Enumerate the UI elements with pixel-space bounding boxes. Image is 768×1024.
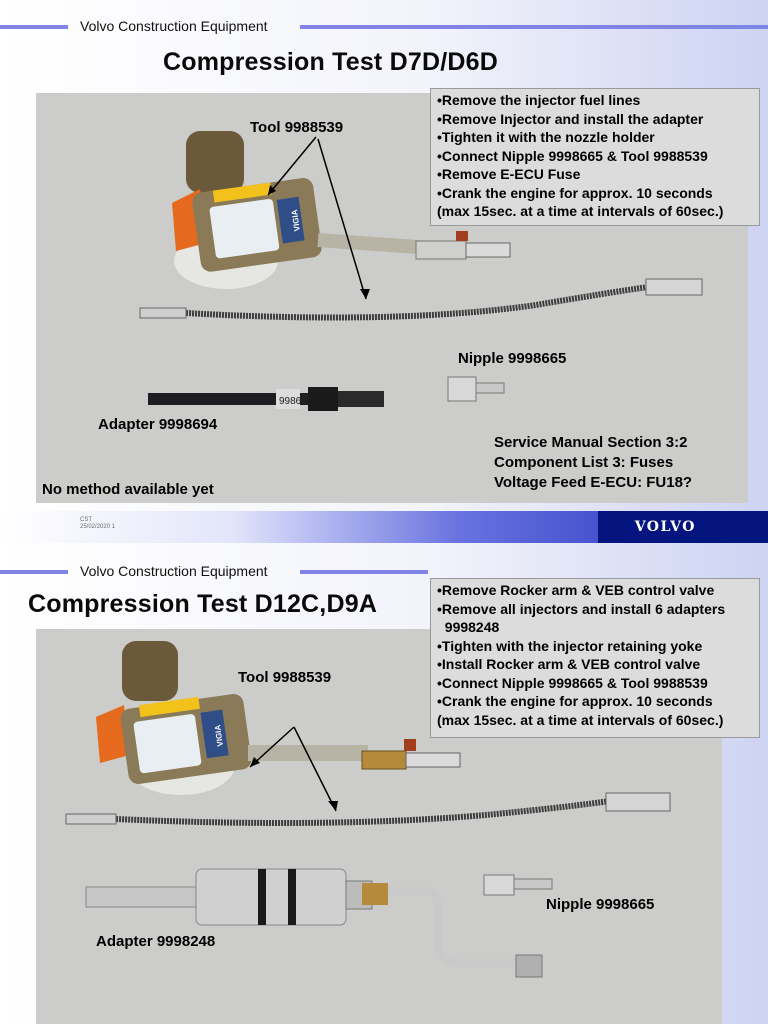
- gauge-brand: VIGIA: [213, 724, 225, 747]
- instruction-item: •Remove Rocker arm & VEB control valve: [437, 582, 715, 598]
- instructions-box: •Remove the injector fuel lines •Remove …: [430, 88, 760, 226]
- voltage-feed-line: Voltage Feed E-ECU: FU18?: [494, 474, 693, 491]
- no-method-note: No method available yet: [42, 481, 214, 498]
- gauge-stem: [248, 745, 368, 761]
- footer-date: 25/02/2020 1: [80, 524, 116, 530]
- tool-label: Tool 9988539: [238, 669, 332, 686]
- hose-end-left: [139, 307, 187, 319]
- instruction-item: •Crank the engine for approx. 10 seconds: [437, 693, 713, 709]
- nipple-stem: [513, 878, 553, 890]
- instruction-item: •Tighten with the injector retaining yok…: [437, 637, 703, 654]
- tool-arrow-2-head: [328, 801, 338, 811]
- adapter-pipe: [388, 887, 520, 967]
- tool-arrow-3: [249, 726, 295, 768]
- gauge-cup: [186, 131, 244, 193]
- volvo-logo-text: VOLVO: [634, 519, 696, 535]
- tools-illustration: VIGIA 9986: [139, 131, 703, 411]
- nipple-fitting: [483, 874, 515, 896]
- gauge-window: [209, 198, 280, 259]
- instruction-item: 9998248: [437, 619, 500, 635]
- slide-compression-test-d7d: Volvo Construction Equipment Compression…: [0, 0, 768, 545]
- valve-coupler: [465, 242, 511, 258]
- slide-title: Compression Test D7D/D6D: [163, 48, 498, 76]
- tool-arrow-2: [317, 138, 367, 300]
- adapter-black-rod: [148, 393, 308, 405]
- valve-body: [415, 240, 467, 260]
- instructions-box: •Remove Rocker arm & VEB control valve •…: [430, 578, 760, 738]
- adapter-body: [195, 868, 347, 926]
- adapter-ring-1: [258, 869, 266, 925]
- company-name: Volvo Construction Equipment: [80, 563, 268, 579]
- valve-knob: [404, 739, 416, 751]
- header-accent-left: [0, 25, 68, 29]
- instruction-item: •Install Rocker arm & VEB control valve: [437, 656, 701, 672]
- gauge-brand: VIGIA: [290, 209, 302, 232]
- instruction-item: •Connect Nipple 9998665 & Tool 9988539: [437, 147, 708, 164]
- footer-author: CST: [80, 517, 92, 523]
- tool-arrow-2: [293, 726, 337, 812]
- valve-coupler: [405, 752, 461, 768]
- instruction-item: (max 15sec. at a time at intervals of 60…: [437, 711, 724, 728]
- hose-end-right: [605, 792, 671, 812]
- slide-compression-test-d12c: Volvo Construction Equipment Compression…: [0, 545, 768, 1024]
- tool-arrow-3-head: [250, 757, 260, 767]
- slide-footer: CST 25/02/2020 1 VOLVO: [0, 511, 768, 543]
- gauge-window: [133, 714, 202, 774]
- instruction-item: •Crank the engine for approx. 10 seconds: [437, 184, 713, 201]
- tools-photo: VIGIA Tool 9988539 Nipple: [36, 629, 722, 1024]
- instruction-item: •Connect Nipple 9998665 & Tool 9988539: [437, 674, 708, 691]
- instruction-item: •Remove E-ECU Fuse: [437, 166, 581, 182]
- valve-knob: [456, 231, 468, 241]
- company-name: Volvo Construction Equipment: [80, 18, 268, 34]
- service-info: Service Manual Section 3:2 Component Lis…: [494, 433, 692, 493]
- valve-body: [361, 750, 407, 770]
- instruction-item: (max 15sec. at a time at intervals of 60…: [437, 203, 724, 219]
- instruction-item: •Remove Injector and install the adapter: [437, 110, 704, 127]
- adapter-label: Adapter 9998694: [98, 416, 218, 433]
- tool-arrow-1-head: [268, 185, 276, 195]
- adapter-ring-2: [288, 869, 296, 925]
- volvo-logo: VOLVO: [598, 511, 768, 543]
- instruction-item: •Tighten it with the nozzle holder: [437, 129, 655, 145]
- hose-end-right: [645, 278, 703, 296]
- gauge-cup: [122, 641, 178, 701]
- header-accent-right: [300, 25, 768, 29]
- nipple-fitting: [447, 376, 477, 402]
- adapter-shaft: [85, 886, 207, 908]
- slide-title: Compression Test D12C,D9A: [28, 590, 378, 618]
- gauge-warning-sticker: [138, 696, 200, 718]
- component-list-line: Component List 3: Fuses: [494, 454, 674, 471]
- gauge-warning-sticker: [212, 182, 272, 203]
- tool-arrow-1: [267, 136, 317, 196]
- adapter-pipe-fitting: [515, 954, 543, 978]
- adapter-collar: [276, 389, 300, 409]
- nipple-label: Nipple 9998665: [546, 896, 655, 913]
- adapter-marking: 9986: [279, 396, 302, 407]
- hose-end-left: [65, 813, 117, 825]
- header-accent-right: [300, 570, 428, 574]
- adapter-tip: [338, 391, 384, 407]
- tool-label: Tool 9988539: [250, 119, 344, 136]
- nipple-label: Nipple 9998665: [458, 350, 567, 367]
- header-accent-left: [0, 570, 68, 574]
- instruction-item: •Remove all injectors and install 6 adap…: [437, 600, 726, 617]
- gauge-label: [200, 709, 229, 759]
- tool-arrow-2-head: [360, 289, 370, 299]
- adapter-label: Adapter 9998248: [96, 933, 216, 950]
- flex-hose: [115, 798, 611, 826]
- instruction-item: •Remove the injector fuel lines: [437, 92, 641, 108]
- nipple-stem: [475, 382, 505, 394]
- gauge-stem: [317, 233, 429, 255]
- adapter-fitting: [362, 883, 388, 905]
- tools-illustration: VIGIA: [65, 641, 671, 978]
- gauge-label: [276, 196, 305, 244]
- adapter-nut: [308, 387, 338, 411]
- flex-hose: [185, 284, 649, 321]
- service-manual-line: Service Manual Section 3:2: [494, 434, 688, 451]
